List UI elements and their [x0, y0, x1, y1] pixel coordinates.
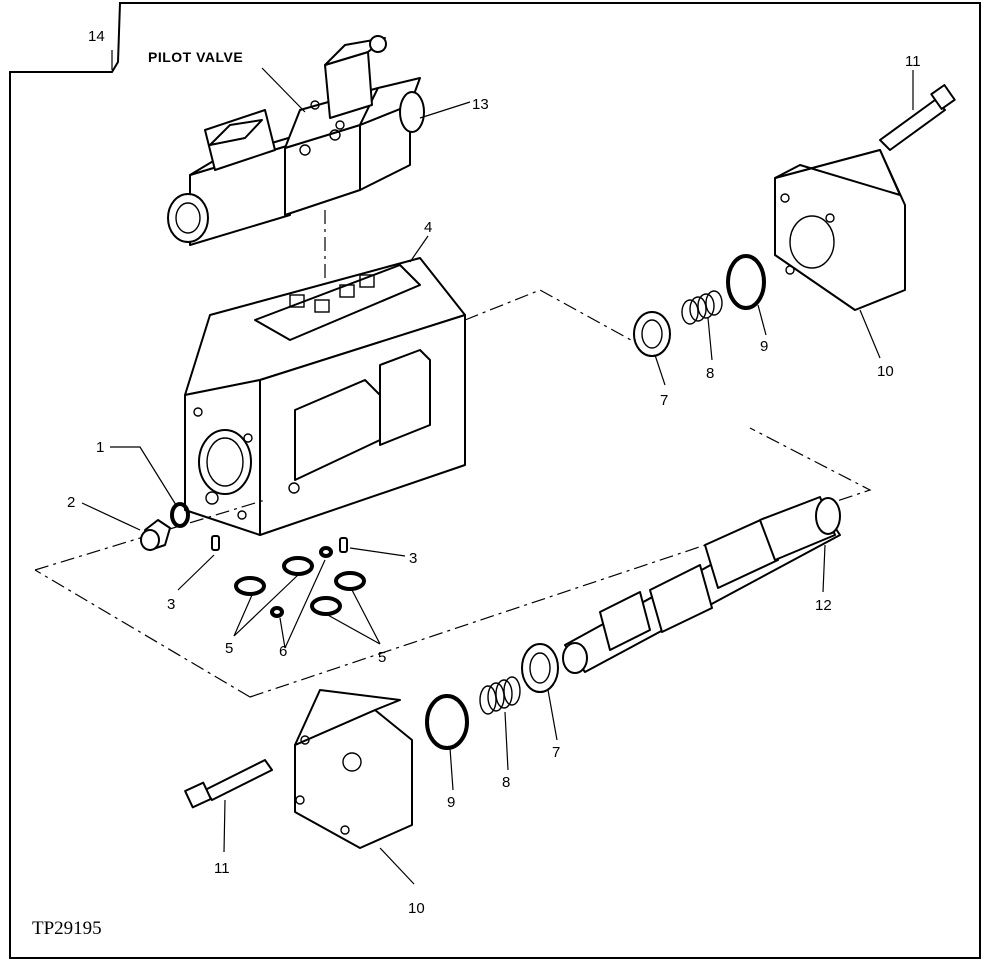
callout-12: 12	[815, 597, 832, 614]
pilot-valve-label: PILOT VALVE	[148, 49, 243, 65]
callout-3-left: 3	[167, 596, 175, 613]
callout-9-lower: 9	[447, 794, 455, 811]
leader-lines	[81, 50, 914, 885]
right-boundary	[464, 289, 641, 346]
callout-10-lower: 10	[408, 900, 425, 917]
valve-block	[184, 257, 466, 536]
bolt-11-upper	[879, 84, 956, 151]
spring-seat-7-upper	[633, 311, 671, 357]
o-ring-9-upper	[726, 254, 766, 310]
callout-7-lower: 7	[552, 744, 560, 761]
callout-11-lower: 11	[214, 860, 230, 877]
spring-8-lower	[479, 676, 521, 715]
callout-8-upper: 8	[706, 365, 714, 382]
callout-6: 6	[279, 643, 287, 660]
callout-9-upper: 9	[760, 338, 768, 355]
figure-id: TP29195	[32, 918, 102, 939]
o-ring-5b	[282, 556, 314, 576]
o-ring-5a	[234, 576, 266, 596]
o-ring-9-lower	[425, 694, 469, 750]
o-ring-6b	[319, 546, 333, 558]
spring-seat-7-lower	[521, 643, 559, 693]
callout-3-right: 3	[409, 550, 417, 567]
callout-11-upper: 11	[905, 53, 921, 70]
callout-4: 4	[424, 219, 432, 236]
pin-3-right	[339, 537, 348, 553]
callout-2: 2	[67, 494, 75, 511]
spring-8-upper	[681, 290, 723, 325]
callout-13: 13	[472, 96, 489, 113]
o-ring-5c	[334, 571, 366, 591]
end-cover-10-lower	[294, 689, 413, 849]
pin-3-left	[211, 535, 220, 551]
callout-10-upper: 10	[877, 363, 894, 380]
callout-7-upper: 7	[660, 392, 668, 409]
callout-14: 14	[88, 28, 105, 45]
diagram-frame	[9, 2, 981, 959]
o-ring-1	[170, 502, 190, 528]
pilot-valve	[167, 35, 425, 246]
spool-12	[562, 496, 841, 674]
o-ring-5d	[310, 596, 342, 616]
o-ring-6a	[270, 606, 284, 618]
bolt-11-lower	[184, 759, 273, 809]
end-cover-10-upper	[774, 149, 906, 311]
plug-2	[140, 519, 171, 551]
callout-5-right: 5	[378, 649, 386, 666]
callout-5-left: 5	[225, 640, 233, 657]
callout-8-lower: 8	[502, 774, 510, 791]
callout-1: 1	[96, 439, 104, 456]
